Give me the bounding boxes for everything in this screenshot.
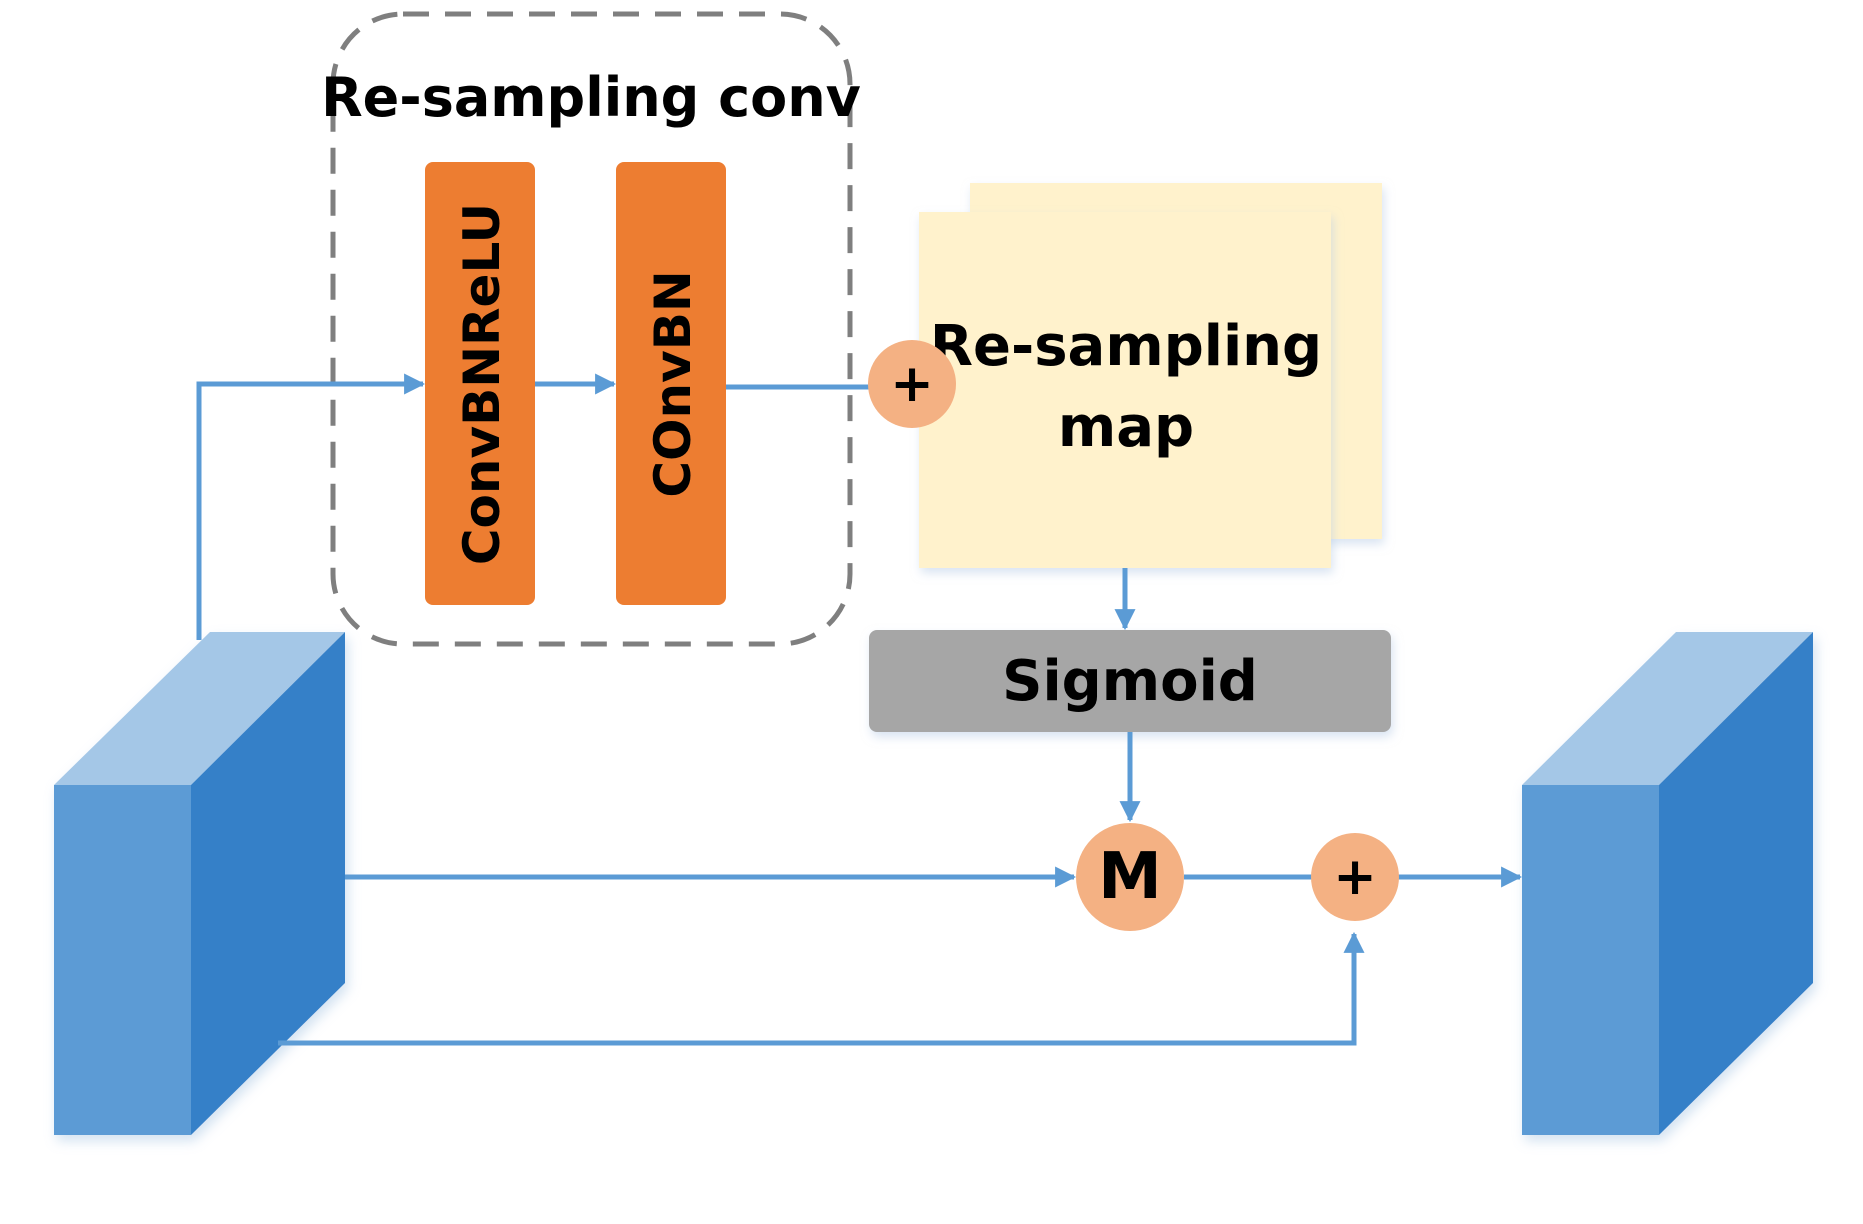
arrow-skip-to-add-bottom — [278, 931, 1365, 1046]
output-tensor — [1522, 632, 1813, 1135]
conv-block-convbnrelu-box — [425, 162, 535, 605]
arrow-input-to-convbnrelu — [196, 373, 426, 640]
sigmoid-block: Sigmoid — [869, 630, 1391, 732]
connections — [196, 373, 1523, 1046]
add-top-op: + — [868, 340, 956, 428]
conv-block-convbn: COnvBN — [616, 162, 726, 605]
sigmoid-box — [869, 630, 1391, 732]
resampling-conv-group-border — [330, 11, 853, 647]
add-top-symbol: + — [890, 354, 934, 414]
conv-block-convbnrelu-label: ConvBNReLU — [453, 203, 511, 565]
sigmoid-label: Sigmoid — [1002, 649, 1258, 714]
resampling-map: Re-sampling map — [919, 183, 1382, 568]
resampling-map-label-line1: Re-sampling — [930, 314, 1322, 379]
conv-block-convbn-label: COnvBN — [644, 270, 702, 497]
input-tensor-front — [54, 785, 191, 1135]
conv-block-convbnrelu: ConvBNReLU — [425, 162, 535, 605]
resampling-conv-group-label: Re-sampling conv — [321, 66, 861, 129]
input-tensor — [54, 632, 345, 1135]
output-tensor-side — [1659, 632, 1813, 1135]
add-bottom-circle — [1311, 833, 1399, 921]
add-bottom-symbol: + — [1333, 847, 1377, 907]
add-bottom-op: + — [1311, 833, 1399, 921]
add-top-circle — [868, 340, 956, 428]
multiply-op: M — [1076, 823, 1184, 931]
multiply-symbol: M — [1098, 840, 1162, 914]
resampling-map-label-line2: map — [1058, 395, 1194, 460]
multiply-circle — [1076, 823, 1184, 931]
resampling-map-front-sheet — [919, 212, 1331, 568]
output-tensor-top — [1522, 632, 1813, 785]
input-tensor-side — [191, 632, 345, 1135]
input-tensor-top — [54, 632, 345, 785]
conv-block-convbn-box — [616, 162, 726, 605]
output-tensor-front — [1522, 785, 1659, 1135]
